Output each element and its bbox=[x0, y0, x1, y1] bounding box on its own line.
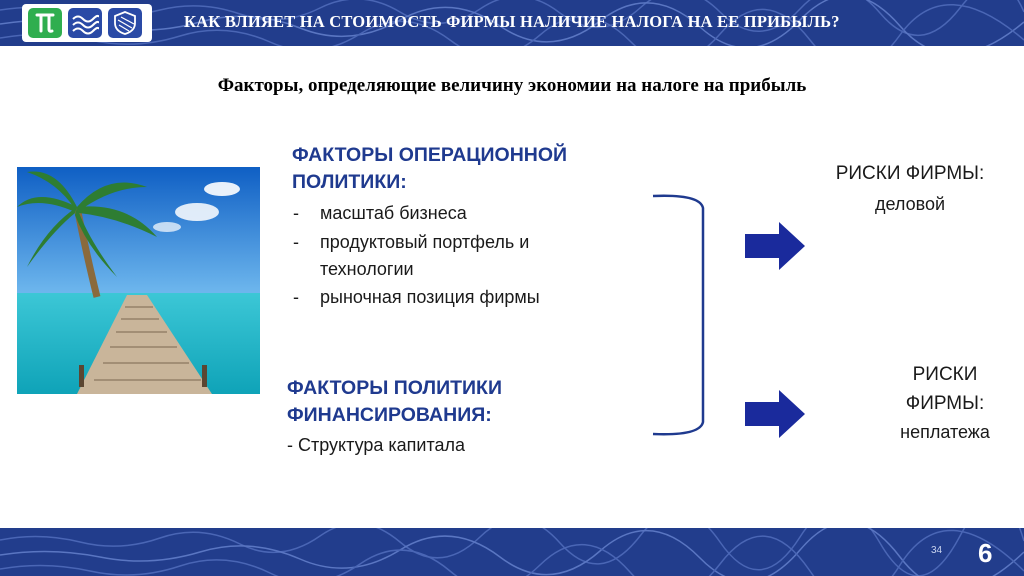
bullet-dash: - bbox=[293, 203, 299, 223]
financing-heading-line2: ФИНАНСИРОВАНИЯ: bbox=[287, 404, 492, 426]
logo-shield-icon bbox=[108, 8, 142, 38]
operational-item: продуктовый портфель и bbox=[320, 232, 530, 252]
financing-heading-line1: ФАКТОРЫ ПОЛИТИКИ bbox=[287, 377, 502, 399]
beach-pier-photo bbox=[17, 167, 260, 394]
header-band bbox=[0, 0, 1024, 46]
risk-business-type: деловой bbox=[874, 194, 946, 214]
bullet-dash: - bbox=[293, 232, 299, 252]
operational-heading-line1: ФАКТОРЫ ОПЕРАЦИОННОЙ bbox=[292, 144, 568, 166]
financing-item: - Структура капитала bbox=[287, 435, 466, 455]
page-number: 6 bbox=[978, 538, 993, 568]
logo bbox=[22, 4, 152, 42]
operational-item: технологии bbox=[320, 259, 414, 279]
operational-heading-line2: ПОЛИТИКИ: bbox=[292, 171, 407, 193]
operational-factors-heading: ФАКТОРЫ ОПЕРАЦИОННОЙ ПОЛИТИКИ: bbox=[292, 142, 567, 196]
bullet-dash: - bbox=[293, 287, 299, 307]
risk-default-title-line2: ФИРМЫ: bbox=[905, 393, 985, 414]
operational-item: рыночная позиция фирмы bbox=[320, 287, 540, 307]
operational-item: масштаб бизнеса bbox=[320, 203, 467, 223]
risk-business-title: РИСКИ ФИРМЫ: bbox=[835, 163, 985, 184]
footer-band bbox=[0, 528, 1024, 576]
footer-wave-pattern bbox=[0, 528, 1024, 576]
logo-pi-icon bbox=[28, 8, 62, 38]
risk-default-type: неплатежа bbox=[900, 422, 990, 442]
page-title: КАК ВЛИЯЕТ НА СТОИМОСТЬ ФИРМЫ НАЛИЧИЕ НА… bbox=[184, 12, 840, 31]
slide-subtitle: Факторы, определяющие величину экономии … bbox=[217, 75, 807, 96]
risk-default-title-line1: РИСКИ bbox=[912, 364, 978, 385]
arrow-right-icon bbox=[745, 222, 805, 270]
arrow-right-icon bbox=[745, 390, 805, 438]
header-wave-pattern bbox=[0, 0, 1024, 46]
bracket-divider bbox=[652, 194, 705, 436]
logo-waves-icon bbox=[68, 8, 102, 38]
slide-index: 34 bbox=[931, 545, 943, 556]
financing-factors-heading: ФАКТОРЫ ПОЛИТИКИ ФИНАНСИРОВАНИЯ: bbox=[287, 375, 502, 429]
